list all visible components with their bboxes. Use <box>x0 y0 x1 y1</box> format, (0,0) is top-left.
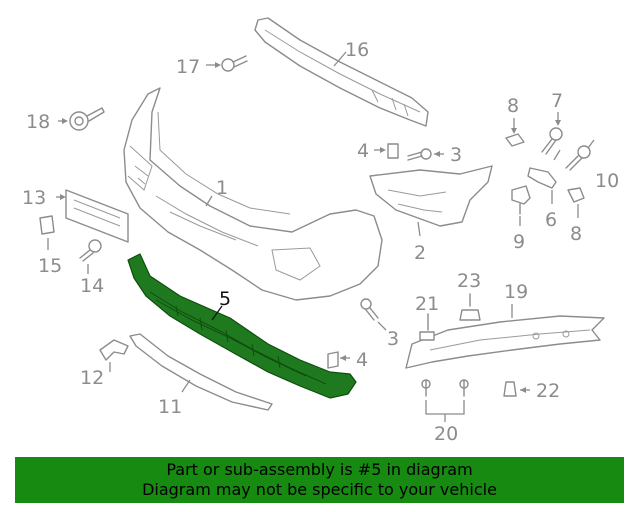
callout-9: 9 <box>513 231 525 253</box>
callout-16: 16 <box>345 39 369 61</box>
banner-line-2: Diagram may not be specific to your vehi… <box>142 480 497 499</box>
part-8-clip-lower[interactable] <box>567 187 585 218</box>
leader-lines <box>205 51 561 321</box>
part-22-pin[interactable] <box>503 381 530 397</box>
callout-3-lower: 3 <box>387 328 399 350</box>
part-12-bracket[interactable] <box>99 339 129 372</box>
callout-6: 6 <box>545 209 557 231</box>
callout-8-lower: 8 <box>570 223 582 245</box>
callout-12: 12 <box>80 367 104 389</box>
callout-19: 19 <box>504 281 528 303</box>
part-3-screw-lower[interactable] <box>360 298 387 331</box>
part-14-bolt[interactable] <box>79 239 102 274</box>
part-10-screw[interactable] <box>565 139 595 171</box>
callout-18: 18 <box>26 111 50 133</box>
callout-2: 2 <box>414 242 426 264</box>
part-3-screw-upper[interactable] <box>407 148 444 161</box>
part-2-bracket[interactable] <box>369 165 493 227</box>
callout-4-lower: 4 <box>356 349 368 371</box>
callout-20: 20 <box>434 423 458 445</box>
part-info-banner: Part or sub-assembly is #5 in diagram Di… <box>15 457 624 503</box>
part-4-clip-lower[interactable] <box>327 351 350 369</box>
part-18-tow-hook[interactable] <box>58 107 105 131</box>
callout-1: 1 <box>216 177 228 199</box>
callout-17: 17 <box>176 56 200 78</box>
part-20-bolts[interactable] <box>421 379 469 422</box>
part-19-splash-shield[interactable] <box>405 304 605 369</box>
callout-labels: 1 2 3 3 4 4 5 6 7 8 8 9 10 11 12 13 14 1… <box>22 39 619 445</box>
callout-15: 15 <box>38 255 62 277</box>
part-7-bolt[interactable] <box>541 112 563 155</box>
callout-13: 13 <box>22 187 46 209</box>
callout-5: 5 <box>219 288 231 310</box>
part-15-clip[interactable] <box>39 215 55 250</box>
callout-7: 7 <box>551 90 563 112</box>
part-9-clip[interactable] <box>511 185 531 226</box>
callout-11: 11 <box>158 396 182 418</box>
callout-3-upper: 3 <box>450 144 462 166</box>
callout-22: 22 <box>536 380 560 402</box>
part-8-clip-upper[interactable] <box>505 118 525 147</box>
parts-diagram: 1 2 3 3 4 4 5 6 7 8 8 9 10 11 12 13 14 1… <box>22 17 619 445</box>
callout-8-upper: 8 <box>507 95 519 117</box>
banner-line-1: Part or sub-assembly is #5 in diagram <box>166 460 473 479</box>
callout-23: 23 <box>457 270 481 292</box>
callout-21: 21 <box>415 293 439 315</box>
part-5-lower-grille[interactable] <box>127 253 357 399</box>
part-23-nut[interactable] <box>459 293 481 321</box>
part-11-trim-strip[interactable] <box>129 333 273 411</box>
part-16-bumper-reinforcement[interactable] <box>254 17 429 127</box>
part-4-clip-upper[interactable] <box>374 143 399 159</box>
part-6-bracket[interactable] <box>527 167 557 204</box>
part-17-bolt[interactable] <box>206 55 248 72</box>
callout-4-upper: 4 <box>357 140 369 162</box>
callout-10: 10 <box>595 170 619 192</box>
part-1-bumper-cover[interactable] <box>123 87 383 301</box>
callout-14: 14 <box>80 275 104 297</box>
part-21-clip[interactable] <box>419 313 435 341</box>
part-13-license-bracket[interactable] <box>56 189 129 243</box>
